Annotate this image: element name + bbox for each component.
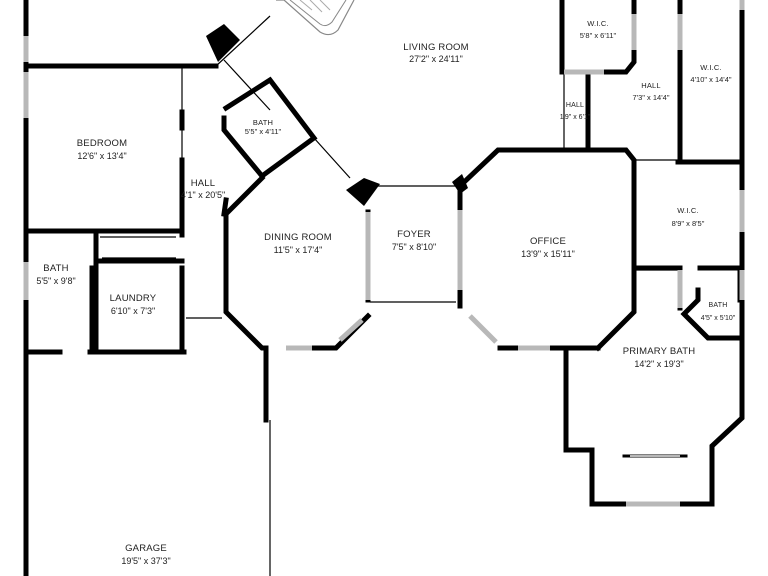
wic-top-dim: 5'8" x 6'11" (580, 31, 617, 40)
hall-narrow-dim: 1'9" x 6'1" (560, 114, 591, 121)
dining-room-name: DINING ROOM (264, 232, 332, 243)
bath-left-dim: 5'5" x 9'8" (36, 276, 75, 286)
hall-narrow-name: HALL (566, 102, 584, 109)
fireplaces (206, 24, 468, 206)
dining-room-dim: 11'5" x 17'4" (274, 245, 323, 255)
laundry-dim: 6'10" x 7'3" (111, 306, 155, 316)
living-room-dim: 27'2" x 24'11" (409, 54, 463, 64)
laundry-name: LAUNDRY (110, 293, 157, 304)
foyer-name: FOYER (397, 229, 431, 240)
bath-primary-small-dim: 4'5" x 5'10" (701, 315, 736, 322)
bedroom-name: BEDROOM (77, 138, 128, 149)
wic-mid-dim: 8'9" x 8'5" (672, 219, 705, 228)
garage-name: GARAGE (125, 543, 167, 554)
office-dim: 13'9" x 15'11" (521, 249, 575, 259)
hall-left-name: HALL (191, 178, 216, 189)
bath-primary-small-name: BATH (709, 302, 728, 309)
hall-right-name: HALL (641, 81, 661, 90)
office-name: OFFICE (530, 236, 566, 247)
windows (23, 0, 745, 507)
room-labels: LIVING ROOM 27'2" x 24'11" BEDROOM 12'6"… (36, 19, 735, 566)
foyer-dim: 7'5" x 8'10" (392, 242, 436, 252)
primary-bath-name: PRIMARY BATH (623, 346, 696, 357)
wic-top-name: W.I.C. (587, 19, 609, 28)
primary-bath-dim: 14'2" x 19'3" (634, 359, 683, 369)
bath-small-dim: 5'5" x 4'11" (245, 127, 282, 136)
walls (23, 0, 745, 576)
bath-left-name: BATH (43, 263, 68, 274)
wic-mid-name: W.I.C. (677, 206, 699, 215)
garage-dim: 19'5" x 37'3" (121, 556, 170, 566)
hall-left-dim: 4'1" x 20'5" (181, 190, 225, 200)
staircase (276, 0, 355, 36)
living-room-name: LIVING ROOM (403, 42, 469, 53)
hall-right-dim: 7'3" x 14'4" (633, 93, 670, 102)
wic-right-dim: 4'10" x 14'4" (690, 75, 731, 84)
bedroom-dim: 12'6" x 13'4" (77, 151, 126, 161)
bath-small-name: BATH (253, 118, 273, 127)
wic-right-name: W.I.C. (700, 63, 722, 72)
